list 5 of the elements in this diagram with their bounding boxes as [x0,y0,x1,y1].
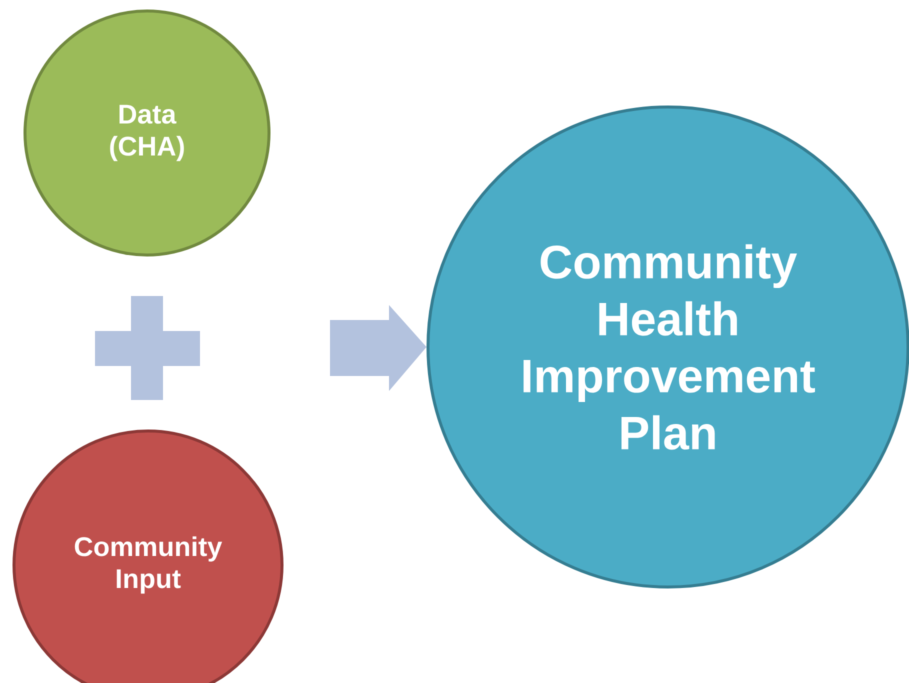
block-arrow [330,305,426,391]
circle-node: Data (CHA) [24,10,270,256]
circle-node: Community Health Improvement Plan [426,106,909,588]
plus-sign [95,296,200,400]
circle-node: Community Input [12,430,284,683]
